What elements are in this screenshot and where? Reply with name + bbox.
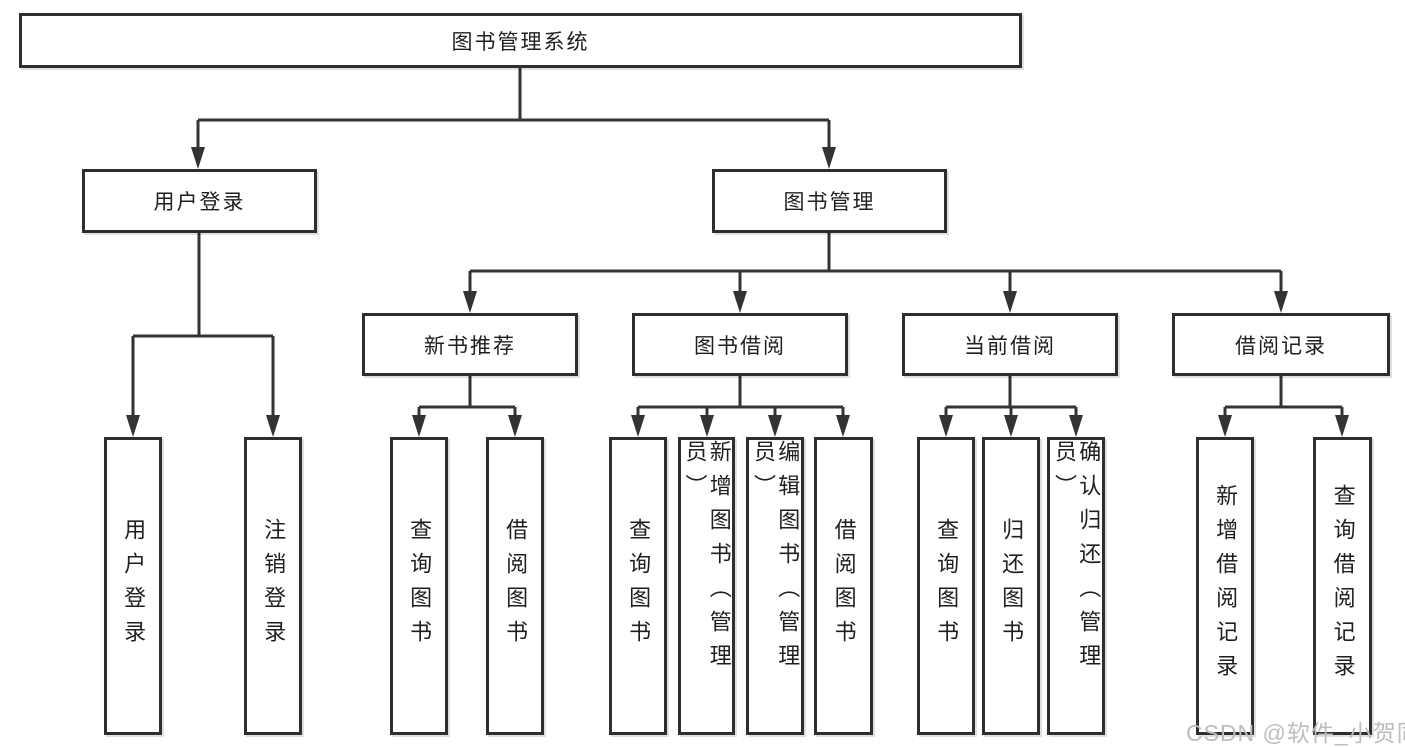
leaf-query-books-current: 查询图书 (917, 437, 975, 735)
node-book-management-label: 图书管理 (783, 191, 876, 214)
leaf-add-books-admin-label: 新增图书（管理员） (682, 440, 732, 678)
node-user-login-label: 用户登录 (153, 191, 246, 214)
node-library-system: 图书管理系统 (19, 13, 1022, 68)
leaf-borrow-books-recommend-label: 借阅图书 (503, 518, 529, 654)
node-book-management: 图书管理 (712, 169, 947, 233)
node-user-login: 用户登录 (82, 169, 317, 233)
leaf-query-books-current-label: 查询图书 (934, 518, 960, 654)
leaf-borrow-books-recommend: 借阅图书 (486, 437, 544, 735)
leaf-query-books-borrow-label: 查询图书 (626, 518, 652, 654)
node-current-borrow-label: 当前借阅 (964, 334, 1056, 358)
node-current-borrow: 当前借阅 (902, 313, 1118, 376)
leaf-return-books-label: 归还图书 (999, 518, 1025, 654)
leaf-confirm-return-admin: 确认归还（管理员） (1047, 437, 1105, 735)
csdn-watermark: CSDN @软件_小贺同学 (1186, 720, 1405, 746)
leaf-query-borrow-record-label: 查询借阅记录 (1330, 484, 1356, 688)
leaf-edit-books-admin-label: 编辑图书（管理员） (751, 440, 801, 678)
node-library-system-label: 图书管理系统 (451, 30, 590, 54)
arrowheads (126, 147, 1349, 437)
leaf-add-books-admin: 新增图书（管理员） (678, 437, 735, 735)
node-book-borrow: 图书借阅 (632, 313, 848, 376)
leaf-logout-label: 注销登录 (261, 518, 287, 654)
leaf-borrow-books-label: 借阅图书 (831, 518, 857, 654)
node-book-borrow-label: 图书借阅 (694, 334, 786, 358)
leaf-query-books-recommend-label: 查询图书 (407, 518, 433, 654)
node-borrow-records-label: 借阅记录 (1235, 334, 1327, 358)
leaf-borrow-books: 借阅图书 (814, 437, 873, 735)
leaf-user-login: 用户登录 (104, 437, 162, 735)
leaf-return-books: 归还图书 (982, 437, 1040, 735)
leaf-query-borrow-record: 查询借阅记录 (1313, 437, 1372, 735)
leaf-add-borrow-record-label: 新增借阅记录 (1213, 484, 1239, 688)
node-new-book-recommend-label: 新书推荐 (424, 334, 516, 358)
leaf-edit-books-admin: 编辑图书（管理员） (746, 437, 804, 735)
leaf-confirm-return-admin-label: 确认归还（管理员） (1052, 440, 1102, 678)
leaf-user-login-label: 用户登录 (121, 518, 147, 654)
leaf-query-books-recommend: 查询图书 (390, 437, 448, 735)
node-new-book-recommend: 新书推荐 (362, 313, 578, 376)
node-borrow-records: 借阅记录 (1172, 313, 1390, 376)
leaf-add-borrow-record: 新增借阅记录 (1196, 437, 1254, 735)
leaf-query-books-borrow: 查询图书 (609, 437, 667, 735)
leaf-logout: 注销登录 (244, 437, 302, 735)
